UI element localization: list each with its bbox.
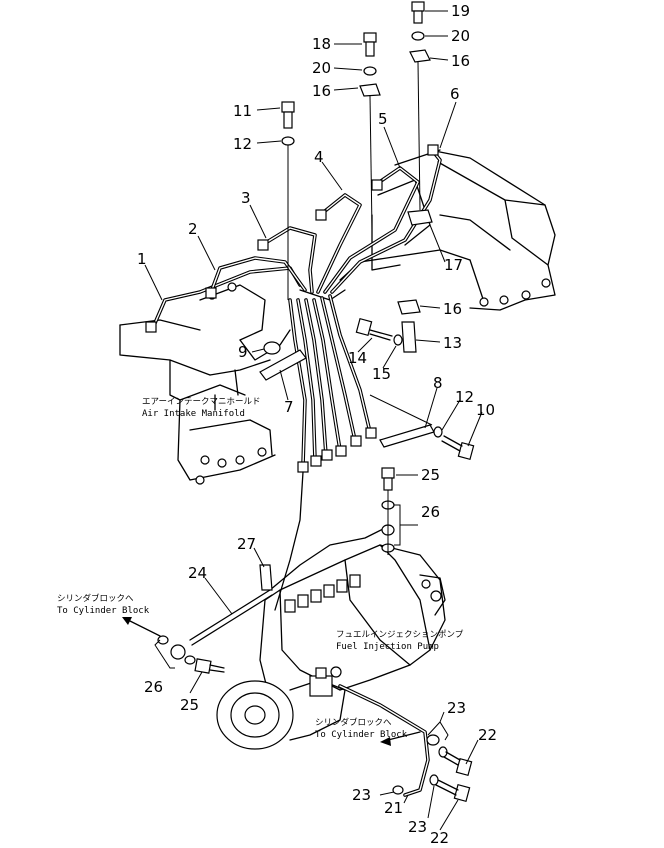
callout-26: 26 — [421, 503, 440, 521]
to-cylinder-block-right-label-jp: シリンダブロックへ — [315, 717, 392, 728]
air-intake-manifold-label-en: Air Intake Manifold — [142, 409, 245, 419]
callout-24: 24 — [188, 564, 207, 582]
to-cylinder-block-left-label-jp: シリンダブロックへ — [57, 593, 134, 604]
callout-3: 3 — [241, 189, 251, 207]
clamp-16c — [397, 299, 421, 315]
callout-5: 5 — [378, 110, 388, 128]
callout-22: 22 — [478, 726, 497, 744]
injection-pipe-bundle — [145, 144, 442, 473]
callout-14: 14 — [348, 349, 367, 367]
fuel-injection-pump-label-en: Fuel Injection Pump — [336, 642, 439, 652]
callout-8: 8 — [433, 374, 443, 392]
fuel-injection-pump-label-jp: フュエルインジェクションポンプ — [336, 630, 464, 640]
callout-22: 22 — [430, 829, 449, 847]
bracket-13 — [401, 321, 417, 353]
callout-20: 20 — [451, 27, 470, 45]
callout-19: 19 — [451, 2, 470, 20]
part-labels: エアーインテークマニホールド Air Intake Manifold フュエルイ… — [57, 397, 464, 740]
upper-hardware — [259, 1, 475, 461]
callout-26: 26 — [144, 678, 163, 696]
bolt-22a — [443, 751, 473, 777]
callout-numbers: 19 20 16 18 20 16 6 11 5 12 4 3 2 1 17 1… — [137, 2, 497, 847]
bolt-19 — [411, 1, 425, 24]
air-intake-manifold — [119, 149, 556, 485]
callout-25: 25 — [180, 696, 199, 714]
callout-16: 16 — [443, 300, 462, 318]
callout-13: 13 — [443, 334, 462, 352]
lower-hardware — [122, 467, 473, 803]
callout-20: 20 — [312, 59, 331, 77]
callout-23: 23 — [408, 818, 427, 836]
clip-27 — [259, 564, 273, 591]
bracket-8 — [379, 424, 435, 448]
clamp-16b — [359, 83, 381, 97]
bolt-25a — [381, 467, 395, 491]
bolt-11 — [281, 101, 295, 129]
bracket-7 — [259, 349, 307, 381]
spacer-9 — [263, 341, 281, 355]
fuel-injection-pump — [216, 544, 446, 750]
callout-23: 23 — [447, 699, 466, 717]
callout-15: 15 — [372, 365, 391, 383]
callout-23: 23 — [352, 786, 371, 804]
bolt-18 — [363, 32, 377, 57]
washer-20a — [411, 31, 425, 41]
callout-18: 18 — [312, 35, 331, 53]
leader-lines — [144, 10, 483, 831]
air-intake-manifold-label-jp: エアーインテークマニホールド — [142, 397, 261, 407]
bolt-22b — [435, 779, 471, 803]
callout-1: 1 — [137, 250, 147, 268]
callout-4: 4 — [314, 148, 324, 166]
bolt-10 — [441, 435, 475, 461]
bolt-14 — [355, 317, 393, 341]
callout-10: 10 — [476, 401, 495, 419]
washer-15 — [393, 334, 403, 346]
callout-9: 9 — [238, 343, 248, 361]
washer-12a — [281, 136, 295, 146]
washer-12b — [433, 426, 443, 438]
callout-27: 27 — [237, 535, 256, 553]
callout-2: 2 — [188, 220, 198, 238]
clamp-16a — [409, 49, 431, 63]
bolt-25b — [194, 658, 225, 674]
callout-16: 16 — [312, 82, 331, 100]
callout-12: 12 — [455, 388, 474, 406]
callout-25: 25 — [421, 466, 440, 484]
callout-11: 11 — [233, 102, 252, 120]
callout-12: 12 — [233, 135, 252, 153]
to-cylinder-block-right-label-en: To Cylinder Block — [315, 730, 408, 740]
washer-20b — [363, 66, 377, 76]
callout-17: 17 — [444, 256, 463, 274]
callout-16: 16 — [451, 52, 470, 70]
callout-21: 21 — [384, 799, 403, 817]
clamp-17 — [407, 209, 433, 226]
callout-6: 6 — [450, 85, 460, 103]
callout-7: 7 — [284, 398, 294, 416]
to-cylinder-block-left-label-en: To Cylinder Block — [57, 606, 150, 616]
